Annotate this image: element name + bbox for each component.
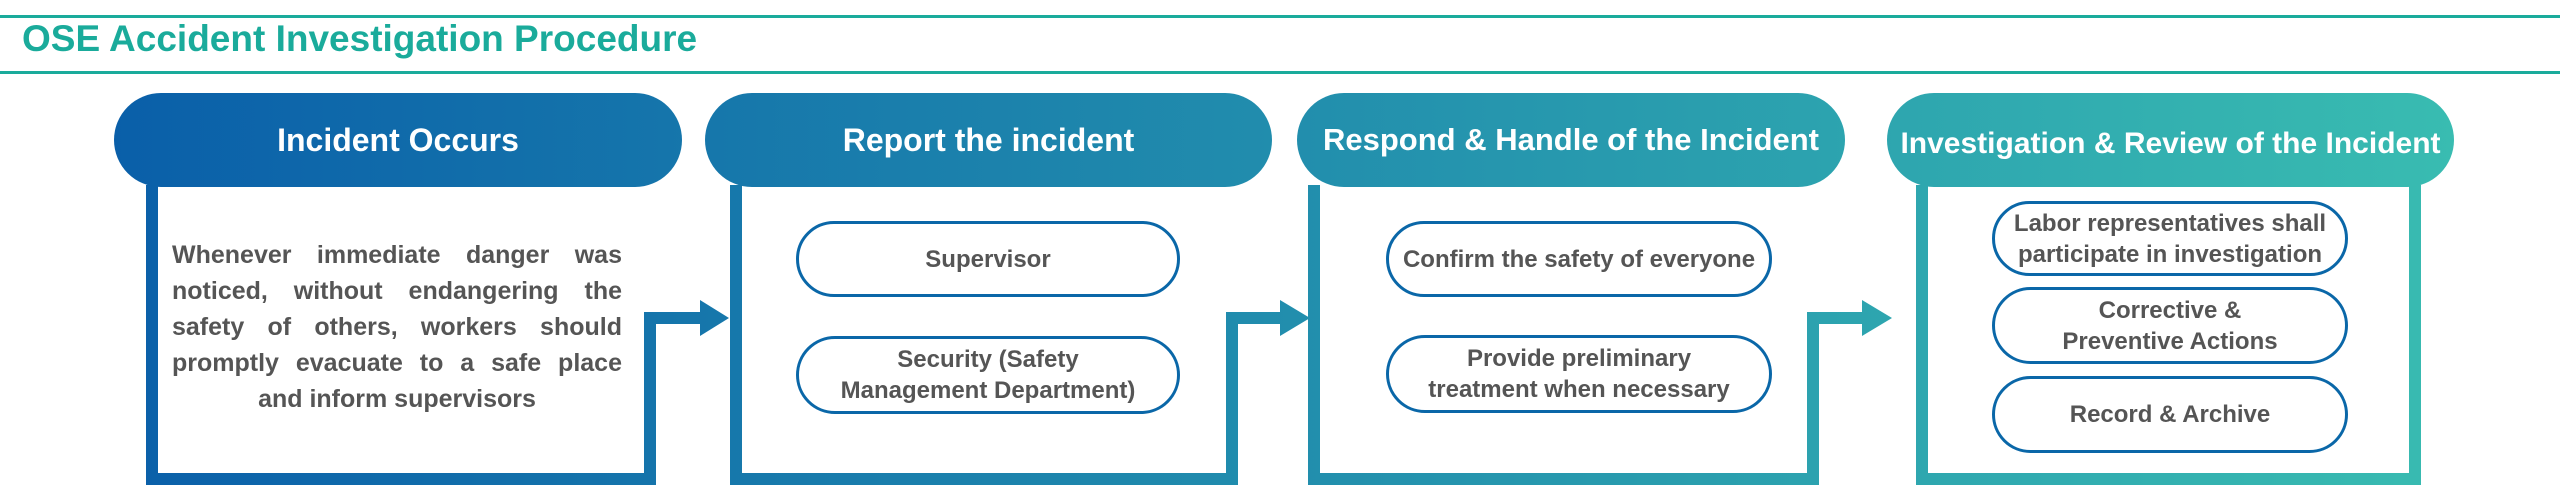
arrow-3-head	[1862, 300, 1892, 336]
review-item-corrective-actions: Corrective & Preventive Actions	[1992, 287, 2348, 364]
title-underline	[0, 71, 2560, 74]
review-item-labor-representatives: Labor representatives shall participate …	[1992, 201, 2348, 276]
step-1-banner	[114, 93, 682, 187]
step-3-banner	[1297, 93, 1845, 187]
step-4-title: Investigation & Review of the Incident	[1900, 127, 2441, 160]
step-3-title: Respond & Handle of the Incident	[1322, 122, 1819, 157]
step-2-banner	[705, 93, 1272, 187]
step-1-title: Incident Occurs	[277, 121, 519, 158]
report-item-security: Security (Safety Management Department)	[796, 336, 1180, 414]
step-1-description: Whenever immediate danger was noticed, w…	[172, 241, 622, 413]
step-4-frame	[1916, 185, 2421, 485]
step-4-banner	[1887, 93, 2454, 187]
respond-item-confirm-safety: Confirm the safety of everyone	[1386, 221, 1772, 297]
arrow-2-head	[1280, 300, 1310, 336]
arrow-1-head	[700, 300, 729, 336]
step-2-title: Report the incident	[842, 121, 1135, 158]
top-rule	[0, 15, 2560, 18]
report-item-supervisor: Supervisor	[796, 221, 1180, 297]
step-2-frame	[730, 185, 1280, 485]
respond-item-preliminary-treatment: Provide preliminary treatment when neces…	[1386, 335, 1772, 413]
review-item-record-archive: Record & Archive	[1992, 376, 2348, 453]
step-3-frame	[1308, 185, 1862, 485]
step-1-frame	[146, 185, 700, 485]
page-title: OSE Accident Investigation Procedure	[22, 18, 698, 59]
